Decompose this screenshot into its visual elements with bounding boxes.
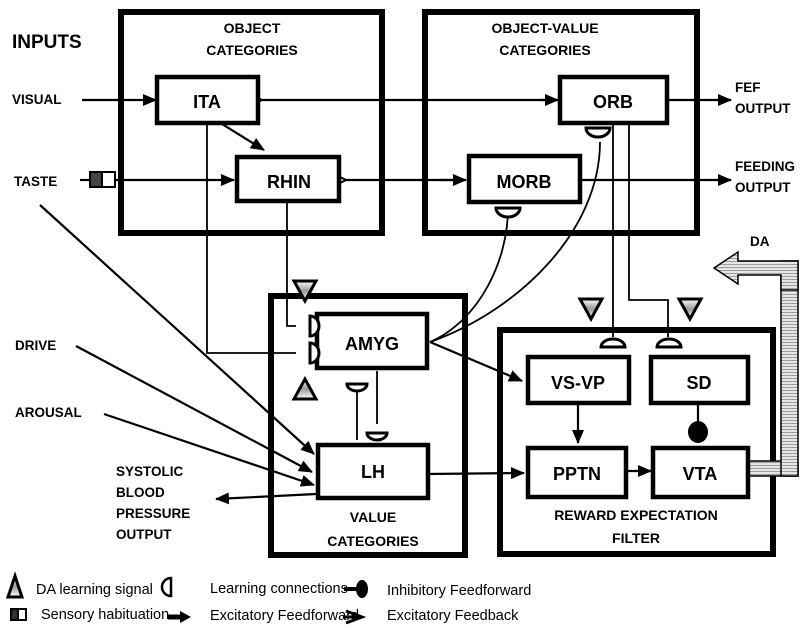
da-learning-signal-icon xyxy=(578,297,604,321)
excitatory-feedback-arrow-icon xyxy=(345,609,367,625)
ita-label: ITA xyxy=(193,92,221,112)
ita-node xyxy=(154,74,261,126)
sensory-habituation-gate-icon xyxy=(89,171,116,188)
inhibitory-feedforward-icon xyxy=(356,580,368,598)
legend: DA learning signal Sensory habituation L… xyxy=(5,571,531,625)
reward-filter-label-2: FILTER xyxy=(612,530,660,546)
legend-inhibitory-feedforward-label: Inhibitory Feedforward xyxy=(387,583,531,599)
legend-sensory-habituation-label: Sensory habituation xyxy=(41,607,169,623)
orb-to-sd-line xyxy=(628,124,669,337)
drive-input-label: DRIVE xyxy=(15,338,56,353)
taste-to-lh-arrow xyxy=(39,204,315,455)
amyg-label: AMYG xyxy=(345,334,399,354)
lh-to-pptn-arrow xyxy=(427,467,525,480)
legend-sensory-habituation: Sensory habituation xyxy=(10,607,169,623)
legend-learning-connections-label: Learning connections xyxy=(210,581,348,597)
pptn-node xyxy=(525,445,629,500)
learning-connection-icon xyxy=(599,337,627,349)
amyg-node xyxy=(314,311,430,371)
value-categories-label-2: CATEGORIES xyxy=(327,533,419,549)
feeding-output-label-1: FEEDING xyxy=(735,159,795,174)
legend-inhibitory-feedforward: Inhibitory Feedforward xyxy=(344,580,531,599)
drive-to-lh-arrow xyxy=(75,345,313,473)
da-learning-signal-icon xyxy=(677,297,703,321)
learning-connection-icon xyxy=(308,314,321,338)
legend-excitatory-feedforward-label: Excitatory Feedforward xyxy=(210,608,359,624)
amyg-to-orb-curve xyxy=(429,141,601,343)
reward-filter-label-1: REWARD EXPECTATION xyxy=(554,507,718,523)
rhin-label: RHIN xyxy=(267,172,311,192)
object-value-label-2: CATEGORIES xyxy=(499,42,591,58)
da-learning-signal-icon xyxy=(292,377,318,401)
fef-output-label-1: FEF xyxy=(735,80,761,95)
amyg-to-vsvp-arrow xyxy=(429,340,523,383)
legend-da-learning-signal: DA learning signal xyxy=(5,571,153,599)
systolic-output-label-1: SYSTOLIC xyxy=(116,464,184,479)
pptn-label: PPTN xyxy=(553,464,601,484)
orb-label: ORB xyxy=(593,92,633,112)
systolic-output-label-3: PRESSURE xyxy=(116,506,190,521)
inhibitory-terminal-icon xyxy=(688,421,708,443)
learning-connection-icon xyxy=(494,206,522,219)
visual-input-label: VISUAL xyxy=(12,92,62,107)
learning-connection-icon xyxy=(655,337,683,349)
learning-connection-icon xyxy=(365,431,389,442)
fef-output-label-2: OUTPUT xyxy=(735,101,791,116)
morb-node xyxy=(466,153,583,205)
arousal-to-lh-arrow xyxy=(103,412,315,487)
object-categories-region xyxy=(118,9,385,236)
da-label: DA xyxy=(750,234,770,249)
sensory-habituation-icon xyxy=(10,608,19,621)
legend-excitatory-feedforward: Excitatory Feedforward xyxy=(168,608,359,624)
morb-label: MORB xyxy=(497,172,552,192)
rhin-node xyxy=(234,154,342,204)
learning-connection-icon xyxy=(308,341,321,365)
sd-node xyxy=(648,354,751,406)
value-categories-region xyxy=(268,293,468,558)
lh-to-systolic-arrow xyxy=(215,492,317,505)
orb-node xyxy=(557,74,670,126)
vta-node xyxy=(650,445,751,500)
ita-to-rhin-arrow xyxy=(221,123,265,151)
rhin-to-amyg-learning-line xyxy=(286,200,296,327)
value-categories-label-1: VALUE xyxy=(350,509,396,525)
taste-input-label: TASTE xyxy=(14,174,57,189)
legend-excitatory-feedback-label: Excitatory Feedback xyxy=(387,608,519,624)
da-learning-signal-icon xyxy=(5,571,25,599)
excitatory-feedforward-arrow-icon xyxy=(180,611,191,623)
lh-label: LH xyxy=(361,462,385,482)
object-categories-label-1: OBJECT xyxy=(224,20,281,36)
feeding-output-label-2: OUTPUT xyxy=(735,180,791,195)
reward-expectation-filter-region xyxy=(497,327,776,557)
ita-to-amyg-learning-line xyxy=(206,124,296,354)
learning-connection-icon xyxy=(160,576,173,598)
legend-excitatory-feedback: Excitatory Feedback xyxy=(343,608,519,625)
systolic-output-label-2: BLOOD xyxy=(116,485,165,500)
systolic-output-label-4: OUTPUT xyxy=(116,527,172,542)
object-value-categories-region xyxy=(422,9,700,236)
object-categories-label-2: CATEGORIES xyxy=(206,42,298,58)
learning-connection-icon xyxy=(345,382,369,393)
vsvp-node xyxy=(525,354,632,406)
learning-connection-icon xyxy=(584,126,612,139)
object-value-label-1: OBJECT-VALUE xyxy=(491,20,598,36)
arousal-input-label: AROUSAL xyxy=(15,405,82,420)
vsvp-label: VS-VP xyxy=(551,373,605,393)
inputs-title: INPUTS xyxy=(12,32,82,53)
sd-label: SD xyxy=(686,373,711,393)
vta-label: VTA xyxy=(683,464,718,484)
da-output-arrow xyxy=(712,250,799,477)
amyg-to-morb-curve xyxy=(429,207,509,343)
lh-node xyxy=(315,442,431,501)
legend-da-learning-signal-label: DA learning signal xyxy=(36,582,153,598)
legend-learning-connections: Learning connections xyxy=(160,576,348,598)
